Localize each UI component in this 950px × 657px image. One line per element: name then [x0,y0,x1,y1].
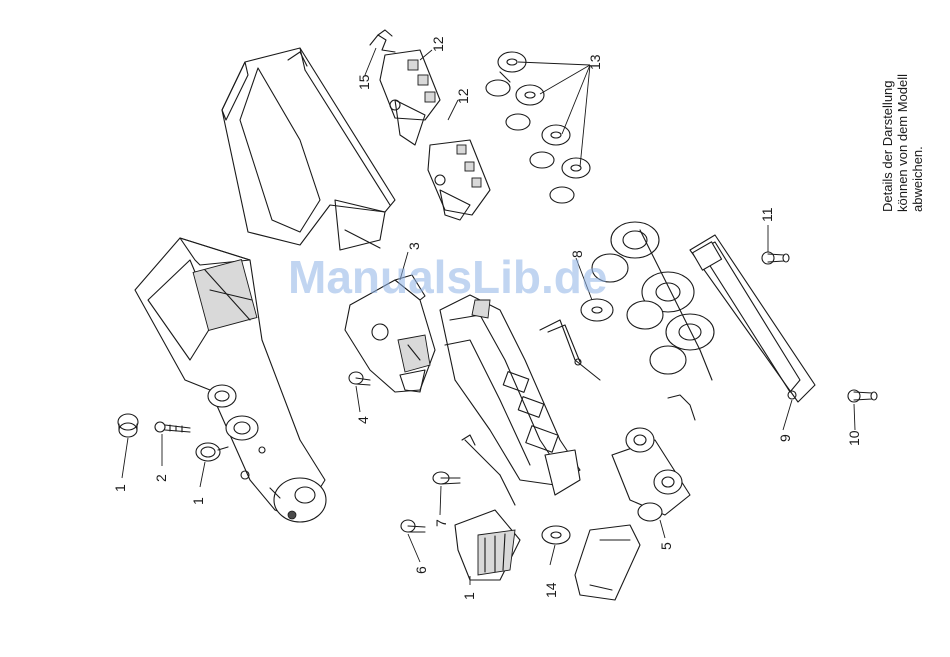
callout-9: 9 [777,434,793,442]
part-pin-10 [848,390,877,402]
part-screw-6 [401,520,425,532]
part-screw-2 [155,422,190,432]
part-screw-7 [433,472,460,484]
callout-13: 13 [587,54,603,70]
part-pin-11 [762,252,789,264]
note-line-3: abweichen. [910,146,925,212]
part-ring-1 [196,443,228,461]
note-line-2: können von dem Modell [895,74,910,212]
part-rear-bogie-5 [612,428,690,521]
part-wheelset-13 [486,52,590,203]
callout-14: 14 [543,582,559,598]
part-valve-gear [540,320,600,380]
callout-12-top: 12 [430,36,446,52]
part-plate-1 [455,510,520,580]
callout-12-mid: 12 [455,88,471,104]
part-screw-4 [349,372,370,385]
callout-6: 6 [413,566,429,574]
watermark: ManualsLib.de [288,251,607,303]
callout-2: 2 [153,474,169,482]
callout-3: 3 [406,242,422,250]
callout-10: 10 [846,430,862,446]
callout-1-bottom: 1 [461,592,477,600]
callout-5: 5 [658,542,674,550]
part-coupler-15 [370,30,395,52]
part-bogie-frame-12-top [380,50,440,145]
note-line-1: Details der Darstellung [880,80,895,212]
callout-1-mid: 1 [190,497,206,505]
callout-7: 7 [433,519,449,527]
callout-15: 15 [356,74,372,90]
part-washer-14 [542,526,570,544]
callout-4: 4 [355,416,371,424]
disclaimer-note: Details der Darstellung können von dem M… [880,74,925,212]
part-chassis-frame [440,295,580,505]
callout-11: 11 [759,207,775,222]
part-bushing-1 [118,414,138,437]
callout-1-left: 1 [112,484,128,492]
part-bogie-frame-12-bottom [428,140,490,220]
part-side-plate-9 [690,235,815,402]
part-bracket [575,525,640,600]
